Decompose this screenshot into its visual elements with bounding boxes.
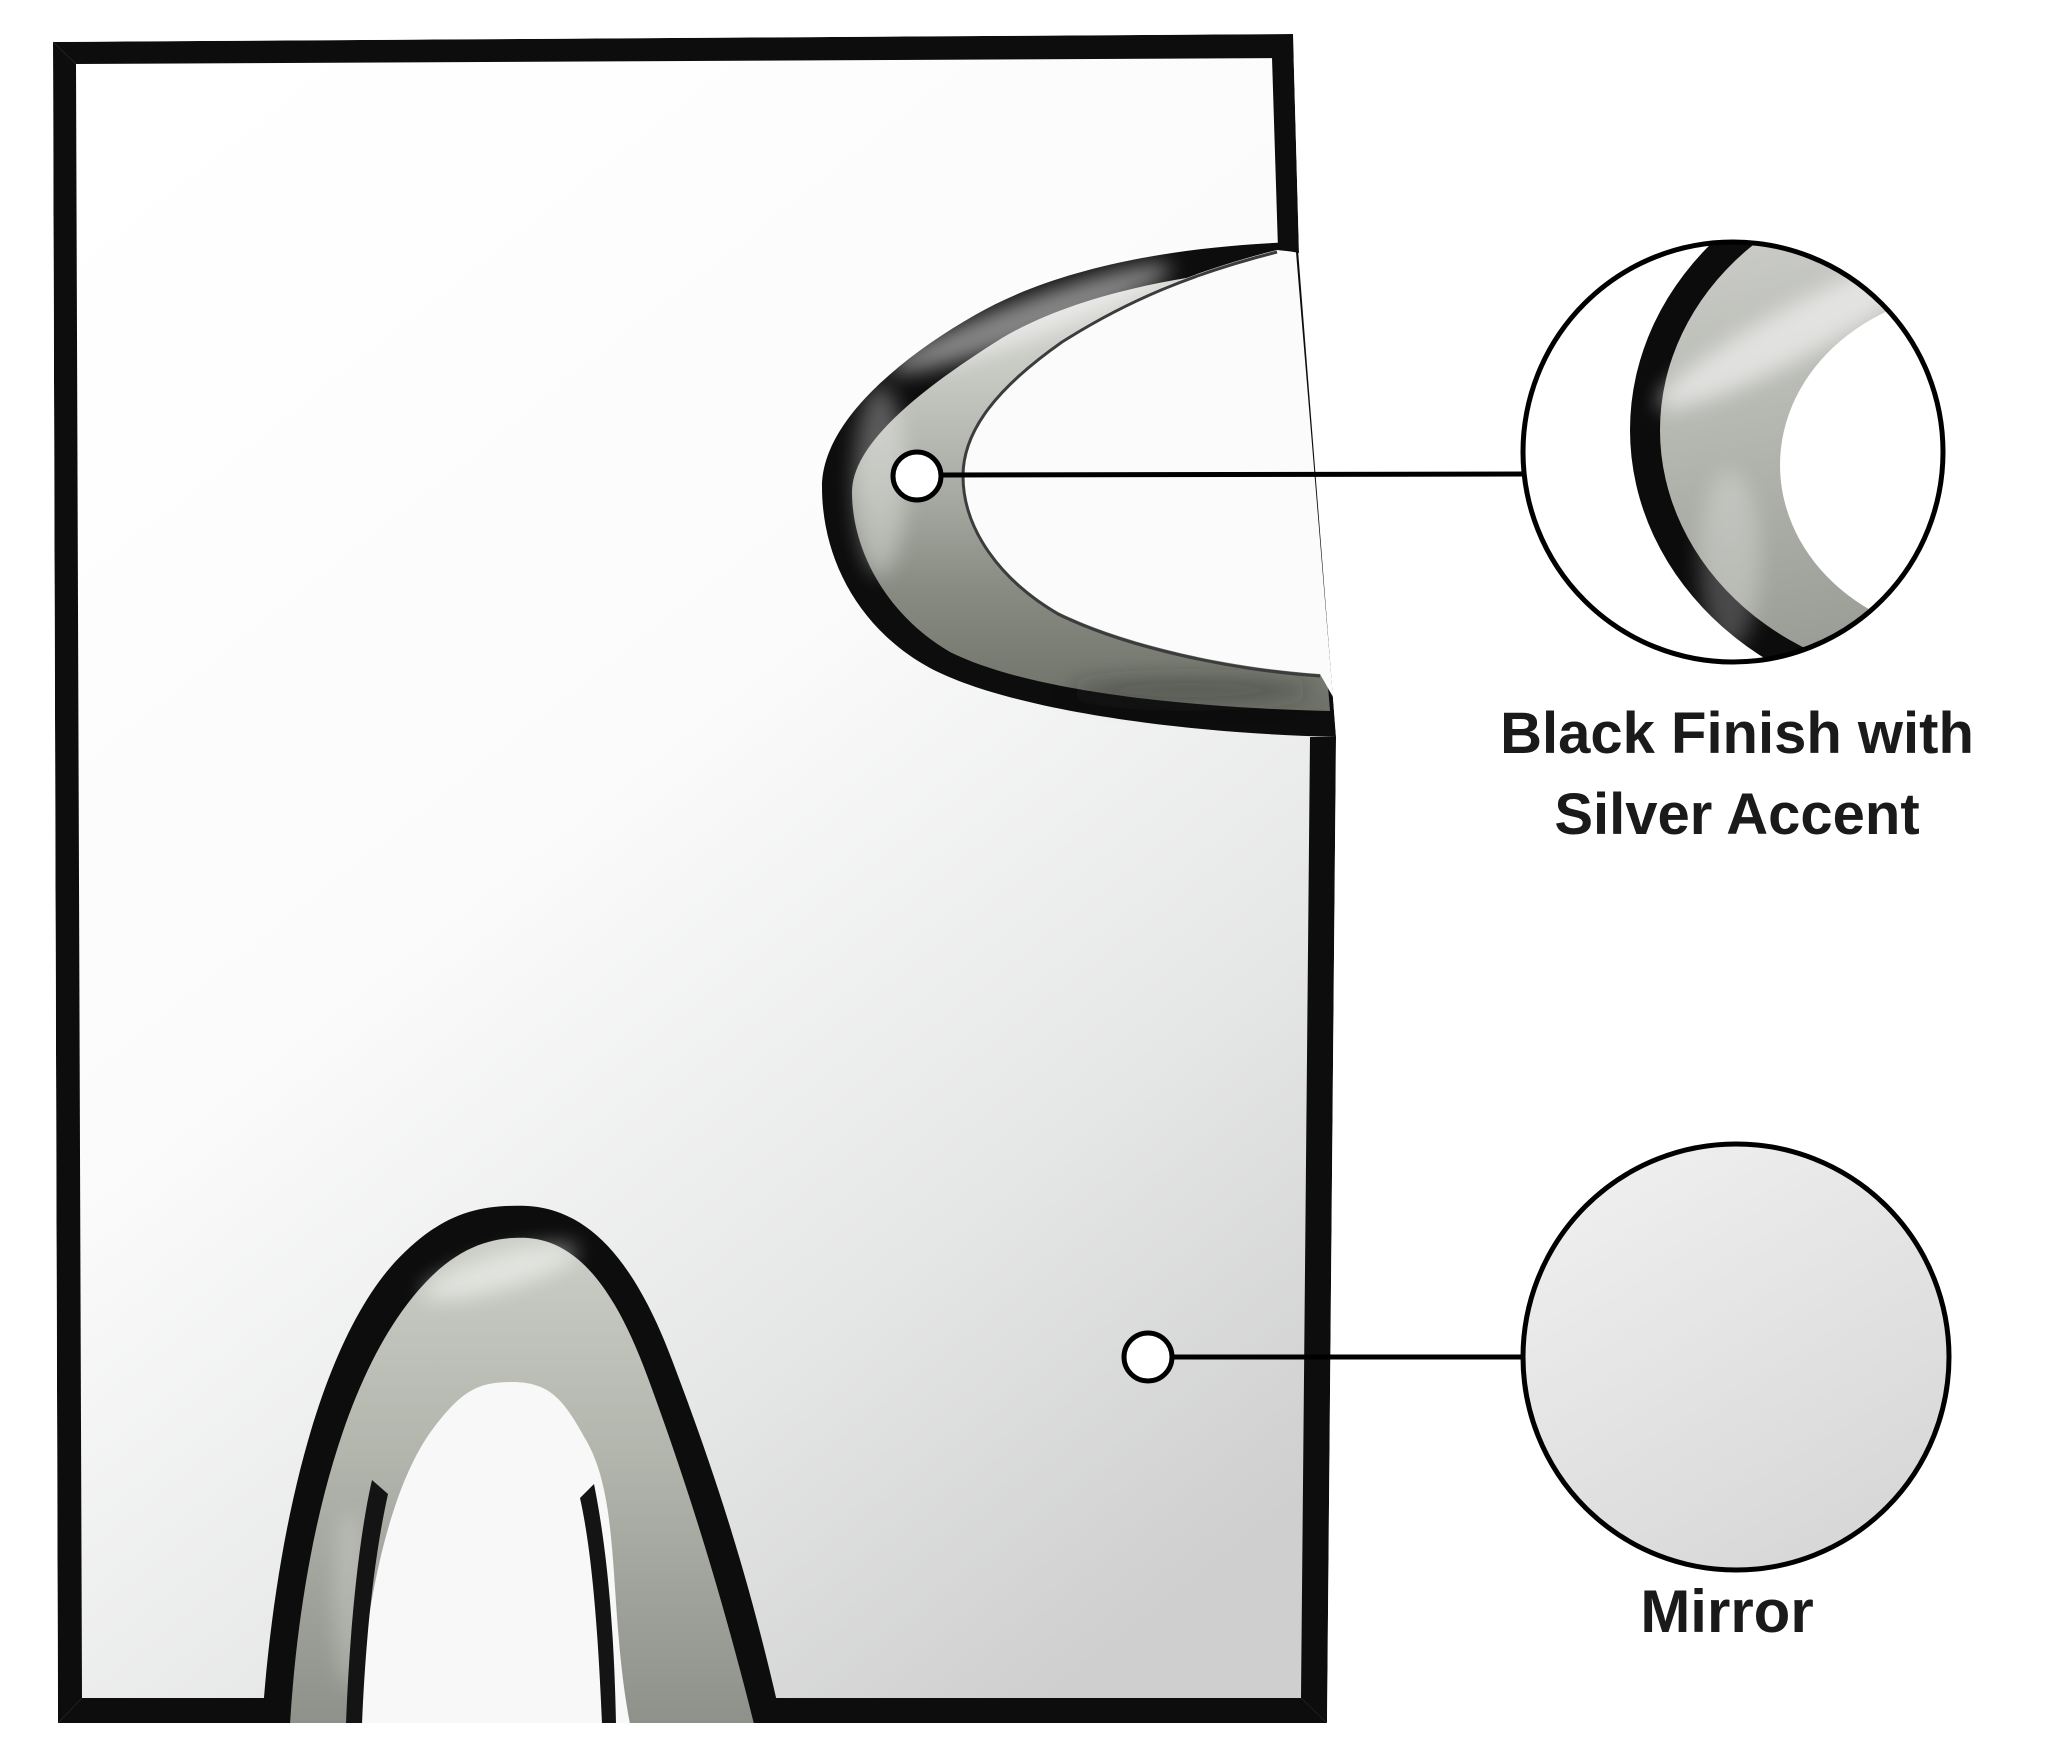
detail-circle-mirror xyxy=(1520,1141,1952,1573)
finish-label-line1: Black Finish with xyxy=(1500,701,1974,766)
callout-line-finish xyxy=(940,471,1528,478)
arch-inner-rim-right xyxy=(580,1484,616,1723)
frame-left-edge xyxy=(53,42,82,1723)
detail-ring-finish xyxy=(1520,239,1946,665)
frame-top-edge xyxy=(53,34,1297,64)
arch-cutout-opening xyxy=(358,1382,630,1723)
arch-inner-rim-left xyxy=(346,1480,388,1723)
detail-circle-finish xyxy=(1520,239,1946,665)
detail-finish-opening xyxy=(1780,290,1941,640)
finish-label-line2: Silver Accent xyxy=(1554,782,1919,847)
frame-right-lower-edge xyxy=(1301,737,1336,1723)
callout-marker-mirror xyxy=(1121,1330,1175,1384)
frame-right-upper-edge xyxy=(1272,34,1299,253)
callout-marker-finish xyxy=(890,449,944,503)
mirror-label: Mirror xyxy=(1640,1578,1813,1645)
s-curve-silver-highlights xyxy=(854,263,1310,704)
